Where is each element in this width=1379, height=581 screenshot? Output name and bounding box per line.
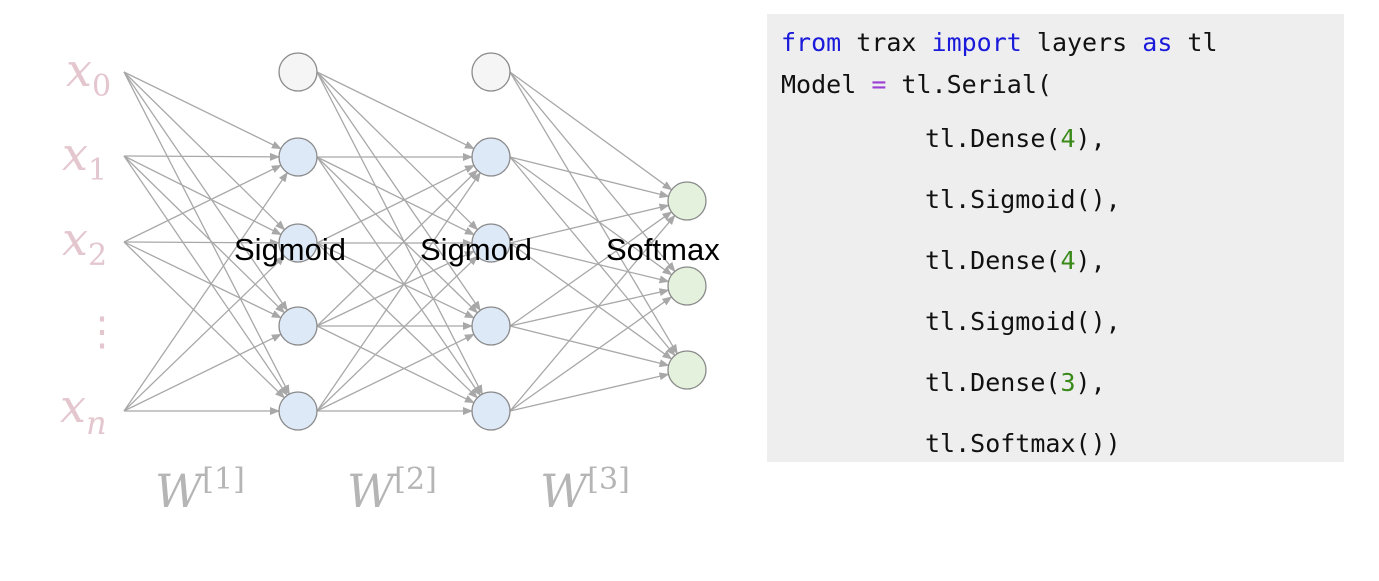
edge-input-2-h1-2 [123,241,282,319]
edge-h2-2-out-0 [509,203,670,244]
edge-h1-4-h2-0 [316,171,481,412]
network-nodes [278,52,707,431]
edge-input-3-h1-1 [123,255,286,412]
output-node-0 [667,181,707,221]
edge-h1-4-h2-1 [316,255,479,412]
edge-h1-0-h2-2 [316,71,481,312]
hidden-node-layer-2-1 [471,137,511,177]
weight-label-1: W[1] [155,462,245,518]
hidden-node-layer-2-3 [471,306,511,346]
input-label-x1: x1 [62,127,107,188]
input-label-x2: x2 [62,212,107,273]
activation-label-3: Softmax [606,232,720,267]
hidden-node-layer-2-4 [471,391,511,431]
code-line-layer-6: tl.Softmax()) [925,429,1121,458]
edge-h1-2-h2-0 [316,164,475,244]
edge-h2-1-out-2 [509,156,676,357]
edge-h1-3-h2-3 [316,325,475,404]
edge-input-3-h1-2 [123,333,282,412]
code-line-layer-2: tl.Sigmoid(), [925,185,1121,214]
hidden-node-layer-1-1 [278,137,318,177]
hidden-node-layer-1-4 [278,391,318,431]
code-line-layer-4: tl.Sigmoid(), [925,307,1121,336]
input-label-x0: x0 [66,43,111,104]
edge-h1-1-h2-2 [316,156,479,314]
edge-h1-4-h2-2 [316,333,475,412]
edge-input-1-h1-0 [123,152,281,161]
edge-h2-4-out-2 [509,372,670,412]
edge-h2-0-out-2 [509,71,678,355]
code-line-model: Model = tl.Serial( [781,70,1052,99]
input-labels: x0 x1 x2 ⋮ xn [60,43,122,442]
edge-input-1-h1-2 [123,155,286,314]
code-line-layer-5: tl.Dense(3), [925,368,1106,397]
activation-label-2: Sigmoid [420,232,532,267]
edge-h1-3-h2-0 [316,169,479,327]
bias-node-layer-1 [278,52,318,92]
edge-h2-2-out-1 [509,242,670,284]
hidden-node-layer-1-2 [278,223,318,263]
hidden-node-layer-2-2 [471,223,511,263]
edge-h1-3-h2-1 [316,250,475,327]
edge-h2-3-out-1 [509,288,670,327]
code-line-layer-1: tl.Dense(4), [925,124,1106,153]
input-label-xn: xn [60,379,107,442]
edge-h2-1-out-1 [509,156,673,276]
edge-h2-3-out-0 [509,211,673,327]
code-line-layer-3: tl.Dense(4), [925,246,1106,275]
edge-input-1-h1-3 [123,155,288,397]
connection-edges [123,71,678,415]
neural-network-diagram: x0 x1 x2 ⋮ xn Sigmoid Sigmoid Softmax W[… [60,43,720,518]
edge-input-1-h1-1 [123,155,282,236]
edge-input-0-h1-3 [123,71,290,395]
edge-h1-2-h2-3 [316,242,479,399]
edge-input-0-h1-2 [123,71,288,312]
edge-h1-1-h2-1 [316,156,475,236]
edge-h1-0-h2-3 [316,71,483,395]
weight-label-3: W[3] [540,462,630,518]
edge-h2-2-out-2 [509,242,673,360]
edge-h1-0-h2-0 [316,71,475,150]
edge-input-2-h1-0 [123,164,282,243]
weight-labels: W[1] W[2] W[3] [155,462,630,518]
edge-input-3-h1-0 [123,171,288,412]
hidden-node-layer-1-3 [278,306,318,346]
bias-node-layer-2 [471,52,511,92]
activation-label-1: Sigmoid [234,232,346,267]
edge-h2-0-out-1 [509,71,676,273]
output-node-2 [667,350,707,390]
edge-input-0-h1-0 [123,71,282,150]
edge-h2-1-out-0 [509,156,670,199]
code-line-import: from trax import layers as tl [781,28,1218,57]
edge-h1-2-h2-2 [316,242,475,319]
edge-h2-0-out-0 [509,71,673,191]
code-panel: from trax import layers as tl Model = tl… [767,14,1344,462]
output-node-1 [667,266,707,306]
edge-h2-4-out-0 [509,214,676,412]
edge-input-2-h1-1 [123,238,281,247]
edge-h2-3-out-2 [509,325,670,368]
edge-input-2-h1-3 [123,241,286,399]
edge-input-0-h1-1 [123,71,286,231]
edge-h1-1-h2-3 [316,156,481,397]
weight-label-2: W[2] [347,462,437,518]
activation-labels: Sigmoid Sigmoid Softmax [234,232,720,267]
edge-h1-0-h2-1 [316,71,479,231]
edge-h2-4-out-1 [509,296,673,412]
input-label-ellipsis: ⋮ [82,309,122,355]
